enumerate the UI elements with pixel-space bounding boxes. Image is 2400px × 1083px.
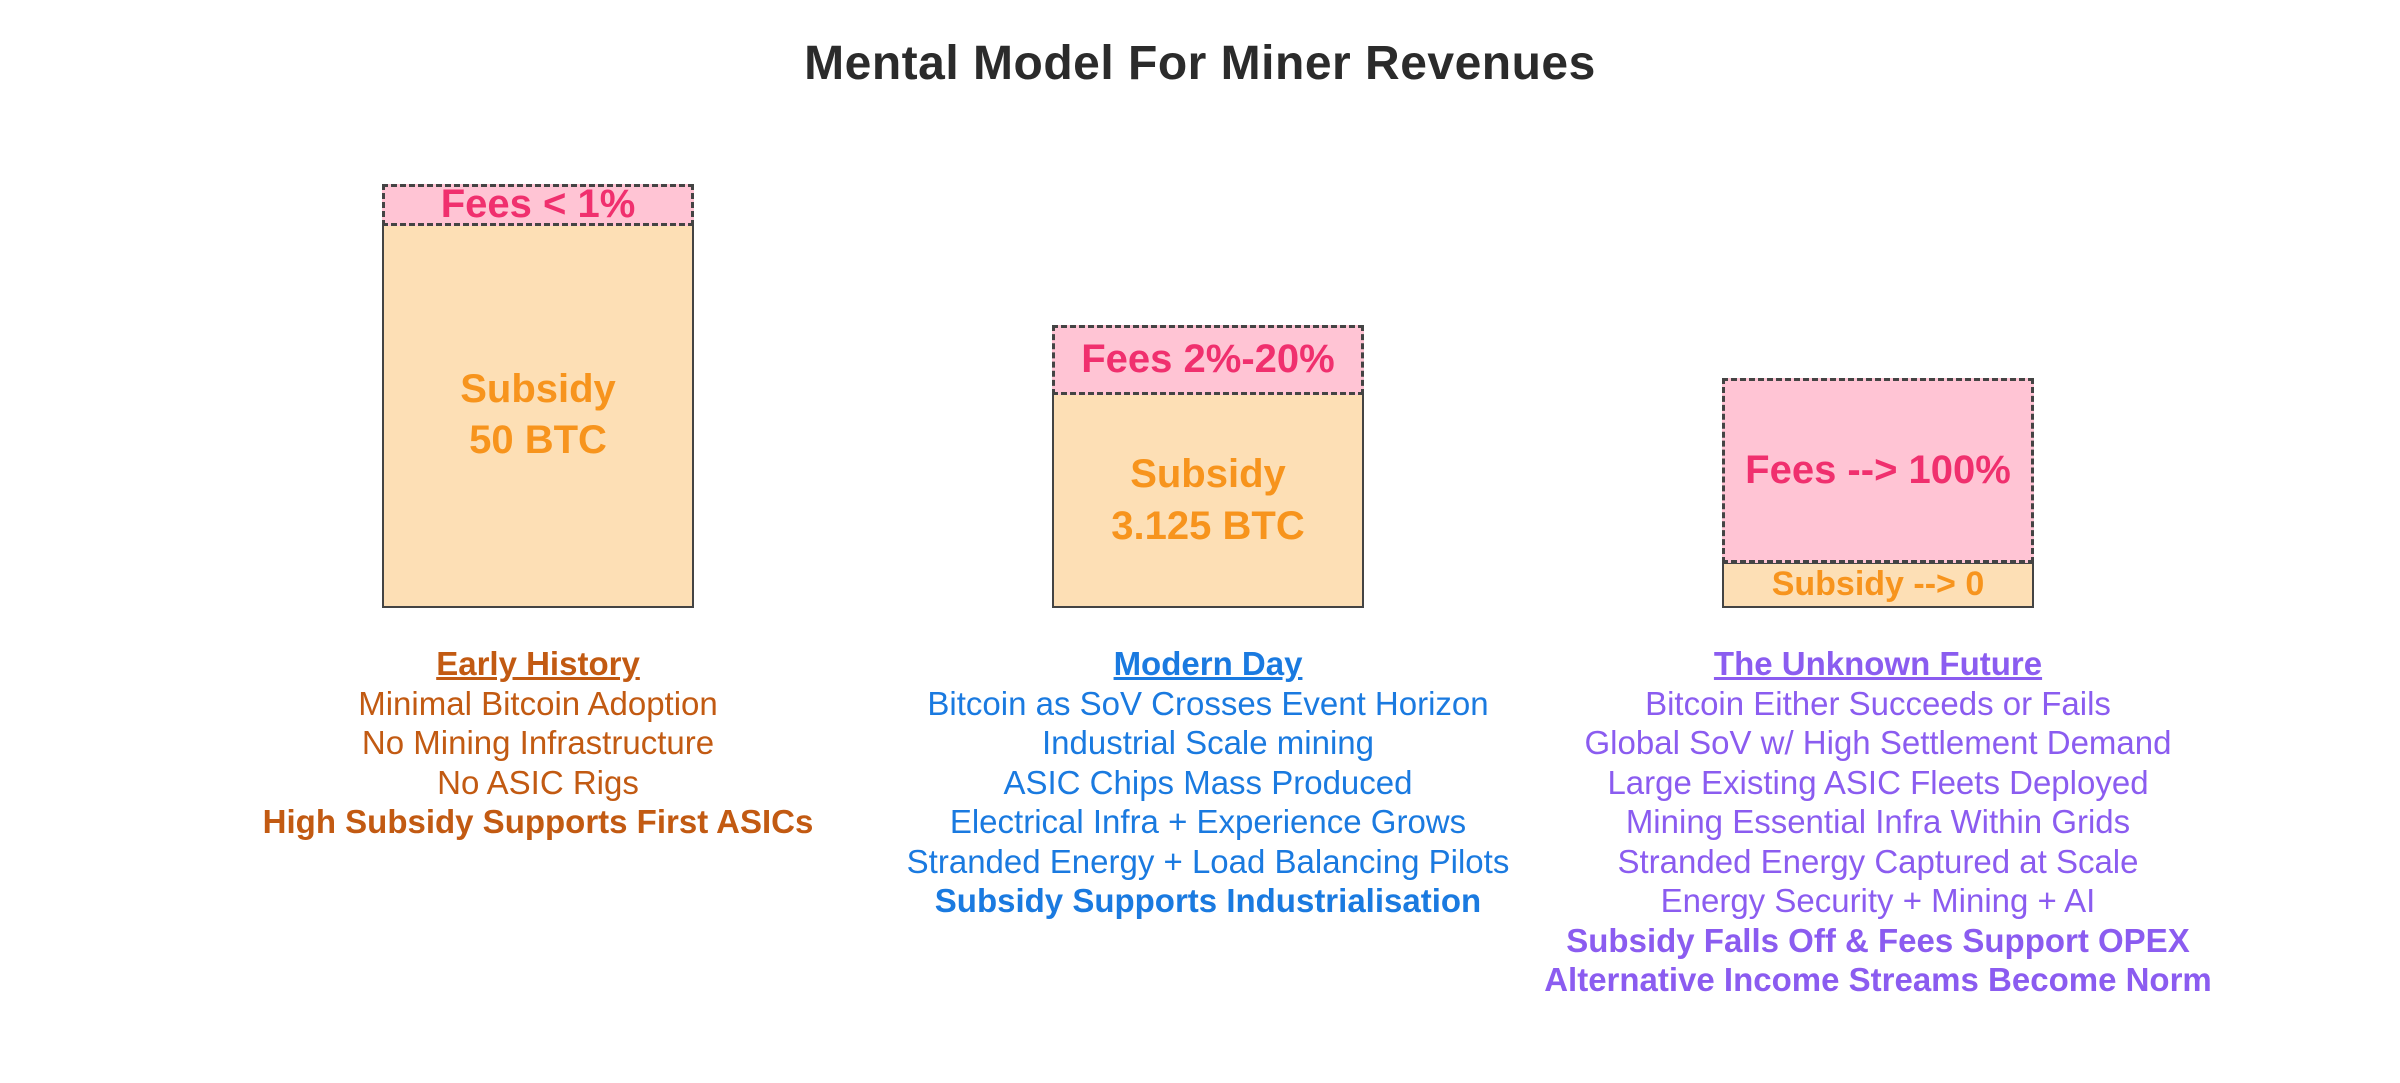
stage-heading: Modern Day bbox=[1113, 645, 1303, 682]
subsidy-block-early-history: Subsidy 50 BTC bbox=[382, 222, 694, 608]
stage-item: Energy Security + Mining + AI bbox=[1660, 882, 2096, 919]
stage-item: Industrial Scale mining bbox=[1042, 724, 1374, 761]
stage-conclusion: Subsidy Falls Off & Fees Support OPEX bbox=[1566, 921, 2190, 959]
subsidy-amount: 3.125 BTC bbox=[1111, 503, 1305, 548]
stage-item: Bitcoin Either Succeeds or Fails bbox=[1645, 684, 2111, 722]
fees-label: Fees < 1% bbox=[440, 182, 636, 227]
fees-block-unknown-future: Fees --> 100% bbox=[1722, 378, 2034, 563]
subsidy-label: Subsidy bbox=[1130, 452, 1286, 497]
diagram-title: Mental Model For Miner Revenues bbox=[804, 37, 1596, 90]
caption-unknown-future: The Unknown Future Bitcoin Either Succee… bbox=[1518, 644, 2238, 1000]
caption-early-history: Early History Minimal Bitcoin Adoption N… bbox=[238, 644, 838, 842]
stage-item: Bitcoin as SoV Crosses Event Horizon bbox=[927, 684, 1489, 722]
stage-item: Stranded Energy Captured at Scale bbox=[1617, 842, 2139, 880]
stage-conclusion: Alternative Income Streams Become Norm bbox=[1544, 961, 2212, 998]
stage-item: No Mining Infrastructure bbox=[361, 724, 715, 761]
subsidy-block-modern-day: Subsidy 3.125 BTC bbox=[1052, 393, 1364, 608]
fees-block-early-history: Fees < 1% bbox=[382, 182, 694, 226]
stage-item: Global SoV w/ High Settlement Demand bbox=[1584, 724, 2172, 761]
stage-item: Stranded Energy + Load Balancing Pilots bbox=[906, 842, 1510, 880]
subsidy-block-unknown-future: Subsidy --> 0 bbox=[1722, 562, 2034, 608]
subsidy-amount: 50 BTC bbox=[469, 418, 607, 462]
subsidy-label: Subsidy bbox=[460, 366, 616, 411]
stage-heading: Early History bbox=[436, 645, 640, 682]
stage-conclusion: High Subsidy Supports First ASICs bbox=[262, 803, 814, 840]
stage-item: ASIC Chips Mass Produced bbox=[1003, 763, 1413, 801]
fees-label: Fees 2%-20% bbox=[1081, 337, 1335, 382]
stage-item: Mining Essential Infra Within Grids bbox=[1625, 803, 2131, 840]
stage-item: Large Existing ASIC Fleets Deployed bbox=[1607, 763, 2149, 801]
subsidy-label: Subsidy --> 0 bbox=[1771, 565, 1985, 604]
caption-modern-day: Modern Day Bitcoin as SoV Crosses Event … bbox=[858, 644, 1558, 921]
stage-item: No ASIC Rigs bbox=[437, 763, 639, 801]
stage-item: Electrical Infra + Experience Grows bbox=[949, 803, 1467, 840]
stage-conclusion: Subsidy Supports Industrialisation bbox=[934, 882, 1482, 919]
fees-block-modern-day: Fees 2%-20% bbox=[1052, 325, 1364, 395]
stage-heading: The Unknown Future bbox=[1713, 645, 2043, 682]
stage-item: Minimal Bitcoin Adoption bbox=[358, 684, 718, 722]
fees-label: Fees --> 100% bbox=[1745, 447, 2011, 492]
